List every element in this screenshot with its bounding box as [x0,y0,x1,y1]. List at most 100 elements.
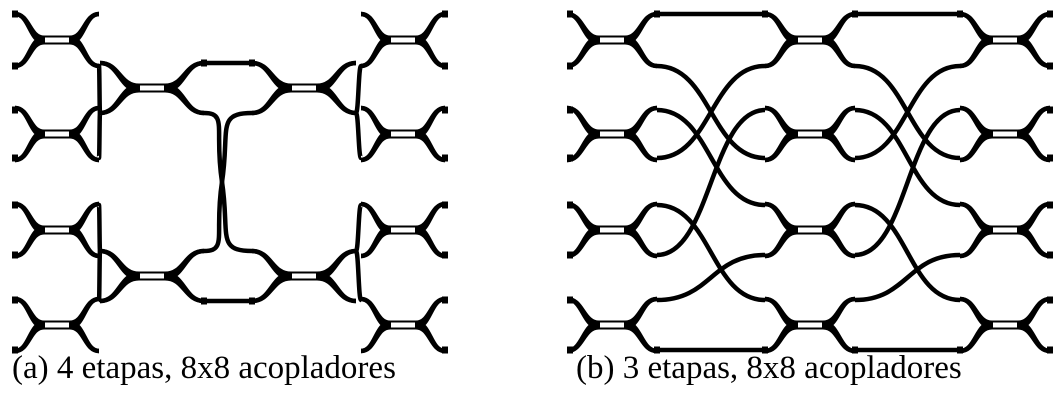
waveguide [1017,324,1051,354]
waveguide [822,324,856,354]
waveguide [1017,133,1051,163]
caption-a: (a) 4 etapas, 8x8 acopladores [12,350,396,386]
waveguide [764,229,798,259]
waveguide [415,324,446,354]
waveguide [822,39,856,69]
port-terminal [12,251,18,259]
waveguide [656,202,766,303]
port-terminal [1047,251,1053,259]
waveguide [764,324,798,354]
port-terminal [1047,106,1053,114]
port-terminal [201,297,207,305]
coupler-box [991,35,1019,45]
waveguide [164,87,205,116]
port-terminal [567,10,573,18]
waveguide [656,107,766,208]
port-terminal [201,59,207,67]
port-terminal [654,10,660,18]
coupler-box [796,35,824,45]
waveguide [764,133,798,163]
waveguide [854,63,961,161]
waveguide [14,229,45,259]
port-terminal [1047,154,1053,162]
coupler-box [991,320,1019,330]
waveguide [360,324,391,354]
waveguide [1017,229,1051,259]
coupler-box [991,129,1019,139]
waveguide [14,133,45,163]
waveguide [353,202,364,254]
waveguide [959,324,993,354]
port-terminal [442,346,448,354]
waveguide [164,275,205,304]
port-terminal [249,59,255,67]
waveguide [99,87,140,116]
waveguide [99,275,140,304]
coupler-box [43,320,71,330]
port-terminal [12,296,18,304]
waveguide [69,133,100,163]
waveguide [764,39,798,69]
port-terminal [1047,201,1053,209]
port-terminal [567,296,573,304]
waveguide [624,229,658,259]
port-terminal [12,106,18,114]
coupler-box [389,129,417,139]
coupler-box [796,225,824,235]
port-terminal [654,346,660,354]
coupler-box [43,35,71,45]
waveguide [854,202,961,303]
coupler-box [598,129,626,139]
port-terminal [567,251,573,259]
waveguide [656,107,766,258]
port-terminal [12,201,18,209]
waveguide [69,229,100,259]
waveguide [251,275,292,304]
coupler-box [796,129,824,139]
waveguide [360,133,391,163]
port-terminal [1047,10,1053,18]
coupler-box [389,35,417,45]
port-terminal [442,10,448,18]
port-terminal [1047,296,1053,304]
coupler-box [598,225,626,235]
coupler-box [389,225,417,235]
waveguide [959,39,993,69]
coupler-box [991,225,1019,235]
waveguide [96,202,103,254]
waveguide [360,229,391,259]
port-terminal [442,106,448,114]
waveguide [353,110,364,161]
waveguide [96,110,103,161]
panel-a-four-stage-network [12,10,448,354]
port-terminal [12,62,18,70]
coupler-box [389,320,417,330]
waveguide [822,133,856,163]
coupler-box [796,320,824,330]
waveguide [656,63,766,161]
caption-b: (b) 3 etapas, 8x8 acopladores [576,350,962,386]
waveguide [203,110,253,254]
waveguide [822,229,856,259]
port-terminal [762,346,768,354]
waveguide [353,63,364,116]
waveguide [854,252,961,303]
waveguide [251,87,292,116]
port-terminal [442,251,448,259]
waveguide [854,107,961,208]
waveguide [415,229,446,259]
waveguide [14,39,45,69]
port-terminal [567,346,573,354]
coupler-box [598,320,626,330]
coupler-box [598,35,626,45]
waveguide [415,133,446,163]
port-terminal [567,62,573,70]
coupler-box [138,83,166,93]
waveguide [316,87,357,116]
waveguide [624,324,658,354]
coupler-box [138,271,166,281]
waveguide [69,39,100,69]
waveguide [959,133,993,163]
waveguide [69,324,100,354]
